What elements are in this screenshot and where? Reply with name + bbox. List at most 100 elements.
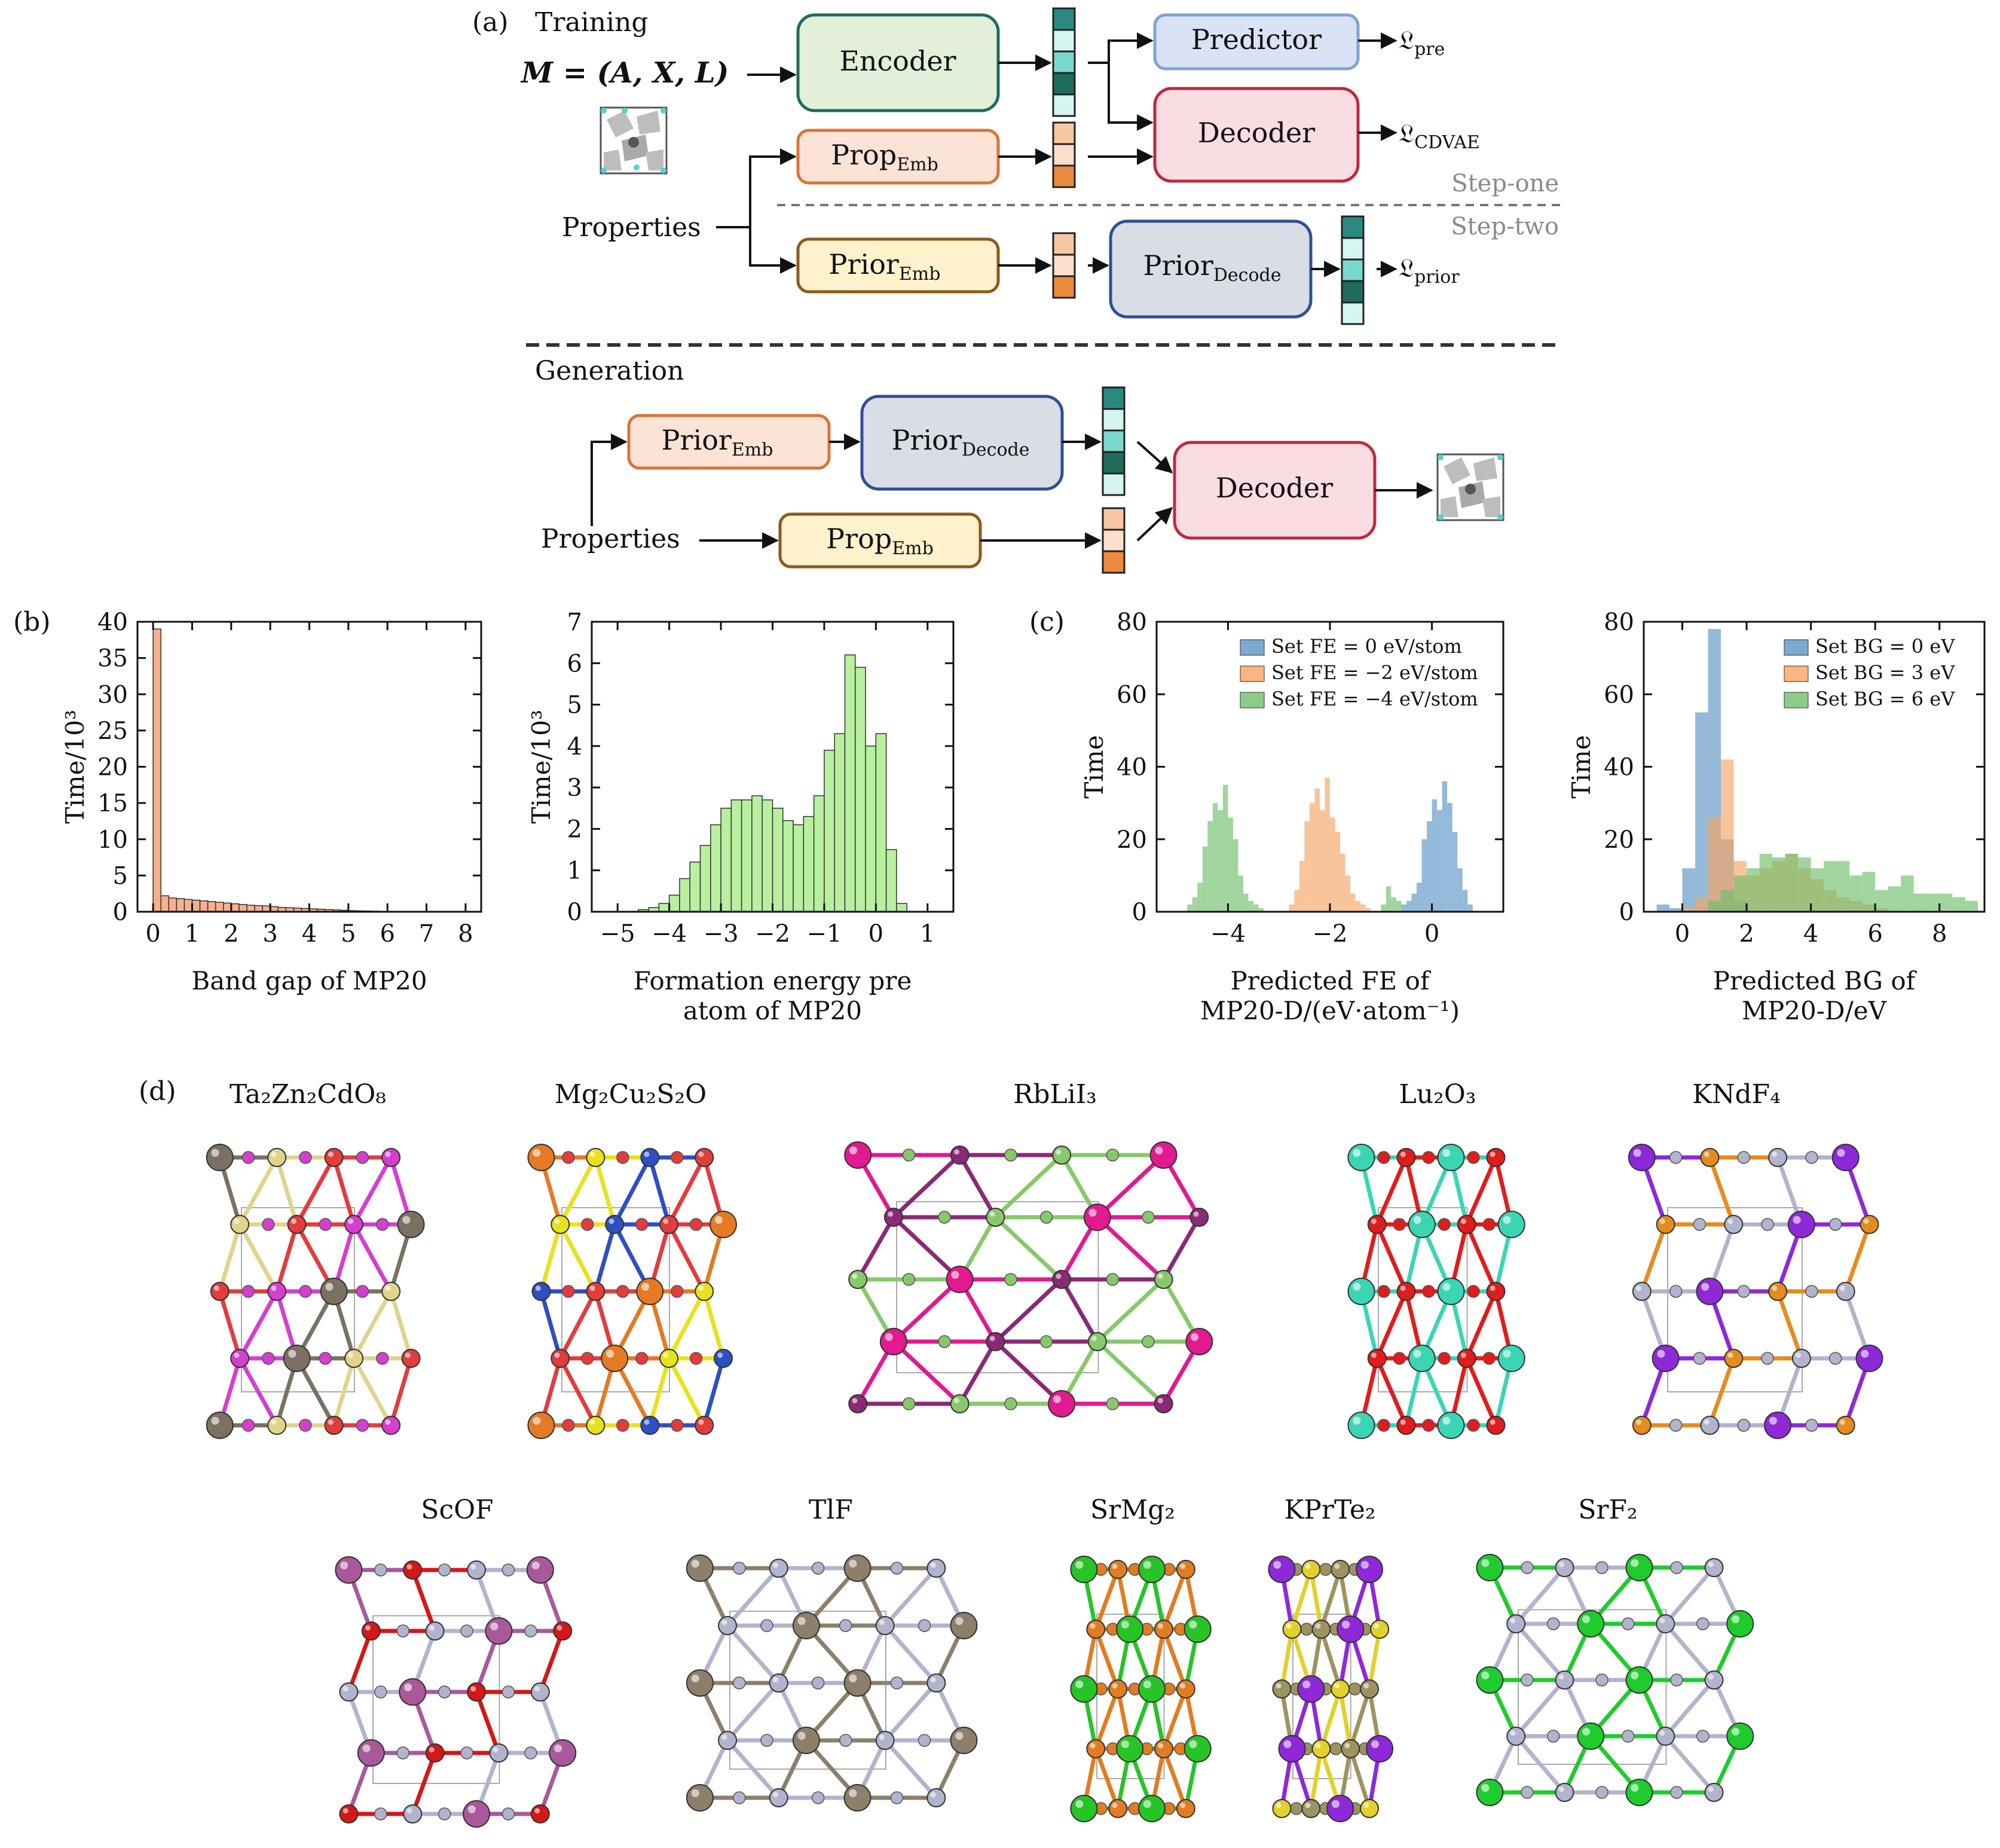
atom: [1836, 1416, 1855, 1435]
bar: [1411, 893, 1417, 912]
atom-highlight: [1334, 1683, 1340, 1689]
atom: [1347, 1278, 1375, 1305]
atom: [848, 1270, 868, 1289]
atom: [1048, 1390, 1076, 1418]
atom: [1437, 1144, 1465, 1171]
panel-b-label: (b): [13, 607, 51, 637]
bar: [1849, 875, 1863, 912]
bond: [647, 1157, 671, 1225]
bar: [885, 849, 897, 912]
atom: [1154, 1739, 1173, 1758]
bond: [1464, 1156, 1498, 1226]
atom: [1422, 1285, 1435, 1298]
atom-highlight: [1090, 1743, 1096, 1749]
atom: [1142, 1211, 1155, 1224]
bar: [751, 795, 763, 912]
atom: [950, 1727, 978, 1754]
atom: [670, 1151, 684, 1164]
atom: [1497, 1211, 1525, 1238]
bar: [689, 862, 701, 912]
atom: [1154, 1620, 1173, 1639]
atom: [460, 1624, 473, 1638]
atom: [950, 1394, 970, 1413]
atom-highlight: [1490, 1285, 1496, 1291]
bond: [666, 1156, 707, 1226]
atom-highlight: [1283, 1740, 1292, 1748]
bar: [1656, 904, 1670, 912]
y-tick-label: 40: [1604, 754, 1634, 781]
x-tick-label: −1: [806, 920, 842, 948]
atom-highlight: [1708, 1786, 1714, 1792]
crystal-icon: [600, 106, 668, 175]
atom: [1805, 1419, 1818, 1432]
atom-highlight: [1461, 1218, 1466, 1224]
bond: [1514, 1622, 1567, 1682]
atom-highlight: [1056, 1149, 1062, 1155]
bond: [702, 1358, 726, 1426]
structure-name: SrF₂: [1578, 1495, 1637, 1525]
atom: [1393, 1218, 1406, 1231]
atom-highlight: [1143, 1680, 1151, 1688]
atom: [339, 1804, 359, 1823]
vector-cell: [1102, 472, 1126, 496]
bond: [1094, 1628, 1120, 1690]
atom: [1521, 1561, 1534, 1574]
y-axis-label: Time: [1079, 735, 1109, 798]
bar: [1682, 908, 1696, 912]
atom: [1693, 1218, 1707, 1231]
atom: [640, 1148, 660, 1167]
atom: [1656, 1614, 1675, 1633]
bar: [1695, 897, 1708, 912]
legend-label: Set BG = 6 eV: [1815, 688, 1955, 710]
atom: [1300, 1623, 1313, 1636]
atom: [1396, 1148, 1416, 1167]
x-tick-label: −2: [755, 920, 790, 948]
atom-highlight: [1490, 1151, 1496, 1157]
x-tick-label: −3: [704, 920, 739, 948]
atom: [1004, 1273, 1017, 1286]
atom-highlight: [589, 1151, 595, 1157]
atom: [344, 1349, 364, 1368]
atom-highlight: [1190, 1333, 1199, 1341]
atom-highlight: [1727, 1352, 1733, 1358]
encoder-label: Encoder: [839, 45, 956, 77]
unit-cell: [896, 1201, 1099, 1373]
atom: [489, 1743, 509, 1763]
atom-highlight: [1481, 1783, 1490, 1792]
atom-highlight: [1371, 1218, 1377, 1224]
atom-highlight: [691, 1674, 699, 1682]
atom-highlight: [1837, 1148, 1845, 1157]
atom: [580, 1218, 594, 1231]
bar: [803, 815, 815, 912]
atom: [714, 1349, 733, 1368]
atom-highlight: [1701, 1282, 1710, 1291]
atom-highlight: [429, 1625, 435, 1631]
bond: [389, 1357, 413, 1427]
bar: [1447, 803, 1452, 912]
atom-highlight: [1157, 1398, 1163, 1404]
bar: [896, 903, 907, 912]
atom: [501, 1685, 515, 1699]
vector-cell: [1341, 280, 1365, 304]
atom: [1625, 1779, 1653, 1806]
atom: [1669, 1285, 1683, 1298]
bar: [1381, 904, 1386, 912]
atom: [1393, 1352, 1406, 1365]
bar: [710, 824, 721, 912]
bar: [191, 899, 201, 912]
structure-8: SrMg₂: [1070, 1495, 1212, 1822]
atom: [659, 1349, 679, 1368]
bond: [1663, 1678, 1716, 1738]
atom: [1700, 1148, 1720, 1167]
atom-highlight: [589, 1285, 595, 1291]
atom: [1737, 1285, 1751, 1298]
atom: [1360, 1799, 1380, 1818]
atom: [1652, 1345, 1680, 1372]
vector-cell: [1052, 50, 1076, 74]
unit-cell: [1292, 1614, 1351, 1779]
atom-highlight: [1400, 1419, 1406, 1425]
y-tick-label: 40: [97, 609, 128, 636]
atom: [1768, 1282, 1788, 1301]
atom: [356, 1285, 369, 1298]
